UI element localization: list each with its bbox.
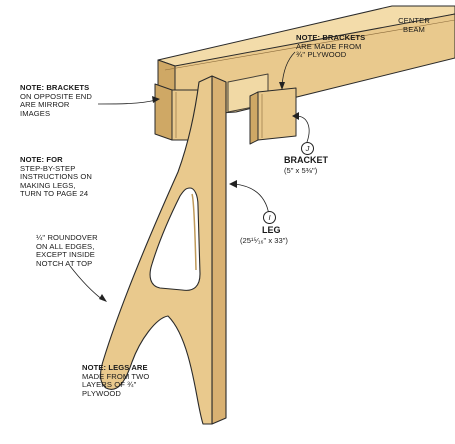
bracket-part-size: (5" x 5⅜") bbox=[284, 166, 318, 175]
leg-cutout bbox=[149, 187, 201, 291]
bracket-part-letter: J bbox=[301, 142, 314, 155]
note-roundover: ¼" ROUNDOVER ON ALL EDGES, EXCEPT INSIDE… bbox=[36, 233, 98, 268]
note-brackets-plywood: NOTE: BRACKETS ARE MADE FROM ¾" PLYWOOD bbox=[296, 33, 366, 60]
bracket-part-name: BRACKET bbox=[284, 155, 328, 165]
leg-part-letter: I bbox=[263, 211, 276, 224]
bracket-j bbox=[249, 87, 297, 145]
leg-part-name: LEG bbox=[262, 225, 281, 235]
center-beam-label: CENTER BEAM bbox=[398, 16, 430, 34]
leg-edge bbox=[211, 75, 227, 425]
leader-arrowheads bbox=[99, 82, 299, 302]
leg-part-size: (25¹⁵⁄₁₆" x 33") bbox=[240, 236, 288, 245]
note-legs-instructions: NOTE: FOR STEP-BY-STEP INSTRUCTIONS ON M… bbox=[20, 155, 92, 199]
note-mirror-brackets: NOTE: BRACKETS ON OPPOSITE END ARE MIRRO… bbox=[20, 83, 92, 118]
leg bbox=[99, 75, 227, 425]
note-legs-layers: NOTE: LEGS ARE MADE FROM TWO LAYERS OF ¾… bbox=[82, 363, 150, 398]
